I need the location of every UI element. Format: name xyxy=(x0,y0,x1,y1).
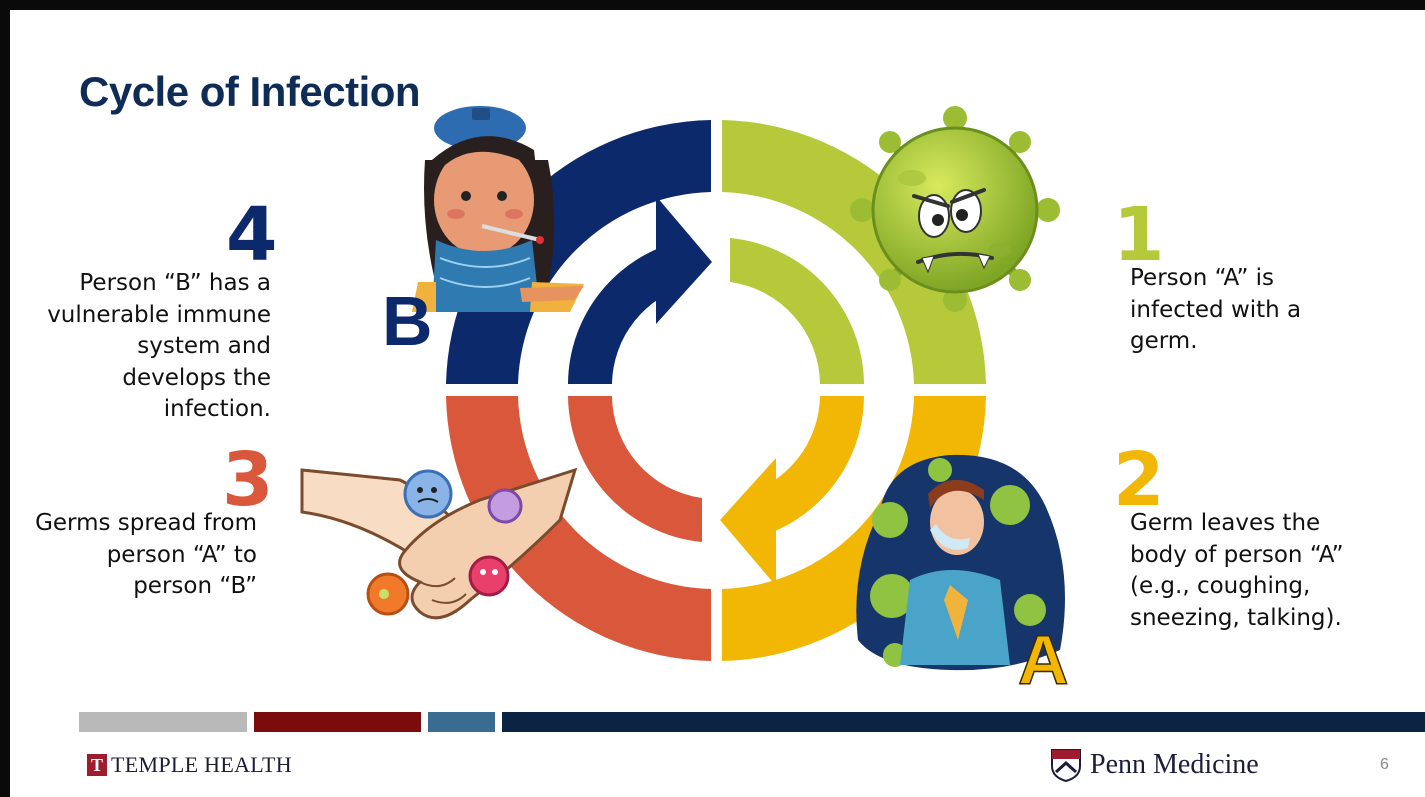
step-3-description: Germs spread from person “A” to person “… xyxy=(35,508,257,603)
coughing-person-a-icon xyxy=(856,454,1065,671)
step-3-line: person “B” xyxy=(133,573,257,599)
arrow-head-yellow xyxy=(720,458,776,586)
step-4-line: infection. xyxy=(163,396,271,422)
slide-title: Cycle of Infection xyxy=(79,68,421,115)
person-b-label: B xyxy=(382,282,433,360)
page-number: 6 xyxy=(1380,756,1389,773)
footer-bar-red xyxy=(254,712,421,732)
inner-arc-green xyxy=(730,238,864,384)
step-2-line: (e.g., coughing, xyxy=(1130,573,1311,599)
penn-medicine-wordmark: Penn Medicine xyxy=(1090,749,1259,780)
germ-pink-icon xyxy=(468,555,510,597)
step-1-number: 1 xyxy=(1113,192,1165,278)
step-1-line: Person “A” is xyxy=(1130,265,1275,291)
step-3-number: 3 xyxy=(222,437,274,523)
germ-blue-icon xyxy=(403,469,453,519)
person-a-label: A xyxy=(1018,621,1069,699)
germ-purple-icon xyxy=(487,488,523,524)
step-4-description: Person “B” has a vulnerable immune syste… xyxy=(47,268,271,426)
arrow-head-navy xyxy=(656,196,712,324)
step-4-line: system and xyxy=(137,333,271,359)
temple-health-wordmark: TEMPLE HEALTH xyxy=(111,752,292,777)
step-3-line: person “A” to xyxy=(106,541,257,568)
footer-bar-teal xyxy=(428,712,495,732)
step-2-line: sneezing, talking). xyxy=(1130,604,1342,631)
ring-segment-bottom-left xyxy=(446,396,711,661)
step-2-description: Germ leaves the body of person “A” (e.g.… xyxy=(1130,508,1344,634)
step-2-line: Germ leaves the xyxy=(1130,510,1321,536)
step-1-line: germ. xyxy=(1130,328,1198,354)
sick-person-b-icon xyxy=(412,106,584,312)
step-1-description: Person “A” is infected with a germ. xyxy=(1130,263,1301,358)
handshake-germs-icon xyxy=(300,467,578,620)
step-4-line: develops the xyxy=(122,364,271,391)
footer-bar-gray xyxy=(79,712,247,732)
germ-orange-icon xyxy=(366,572,410,616)
ring-segment-top-right xyxy=(722,120,986,384)
penn-shield-icon xyxy=(1051,749,1081,782)
step-4-number: 4 xyxy=(226,192,278,278)
inner-arc-orange xyxy=(568,396,702,542)
temple-health-logo: T TEMPLE HEALTH xyxy=(87,752,292,778)
ring-segment-top-left xyxy=(446,120,711,384)
step-4-line: vulnerable immune xyxy=(47,301,271,328)
germ-virus-icon xyxy=(850,106,1060,312)
step-2-line: body of person “A” xyxy=(1130,541,1344,568)
footer-bar-navy xyxy=(502,712,1425,732)
step-2-number: 2 xyxy=(1113,437,1165,523)
penn-medicine-logo: Penn Medicine xyxy=(1050,748,1259,782)
step-3-line: Germs spread from xyxy=(35,510,257,536)
step-1-line: infected with a xyxy=(1130,296,1302,323)
step-4-line: Person “B” has a xyxy=(79,270,271,296)
temple-t-icon: T xyxy=(87,754,107,776)
